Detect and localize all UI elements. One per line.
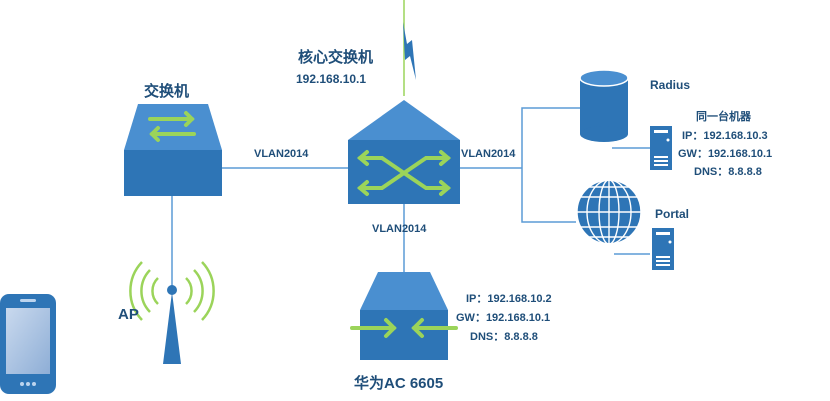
ac-title: 华为AC 6605 [354,375,444,392]
connection-lines [171,107,650,288]
server-info-title: 同一台机器 [696,111,751,123]
portal-globe-icon [576,179,642,245]
ac-controller-icon [350,272,458,360]
ac-dns-line: DNS：8.8.8.8 [470,331,538,343]
ap-antenna-icon [129,261,215,364]
server-gw-line: GW：192.168.10.1 [678,148,773,160]
lightning-bolt-icon [403,22,416,80]
ac-ip-line: IP：192.168.10.2 [466,293,552,305]
radius-database-icon [579,69,629,142]
vlan-label-right: VLAN2014 [461,148,516,160]
portal-label: Portal [655,207,690,221]
radius-label: Radius [650,78,691,92]
server-icon [650,126,672,170]
server-dns-line: DNS：8.8.8.8 [694,166,762,178]
ap-label: AP [118,306,139,323]
access-switch-icon [124,104,222,196]
server-branch-link [521,107,580,223]
core-switch-icon [348,100,460,204]
server-ip-line: IP：192.168.10.3 [682,130,768,142]
vlan-label-bottom: VLAN2014 [372,223,427,235]
core-switch-ip: 192.168.10.1 [296,72,367,86]
access-switch-title: 交换机 [144,83,190,100]
server-icon [652,228,674,270]
phone-icon [0,294,56,394]
ac-gw-line: GW：192.168.10.1 [456,312,551,324]
vlan-label-left: VLAN2014 [254,148,309,160]
core-switch-title: 核心交换机 [298,49,374,66]
